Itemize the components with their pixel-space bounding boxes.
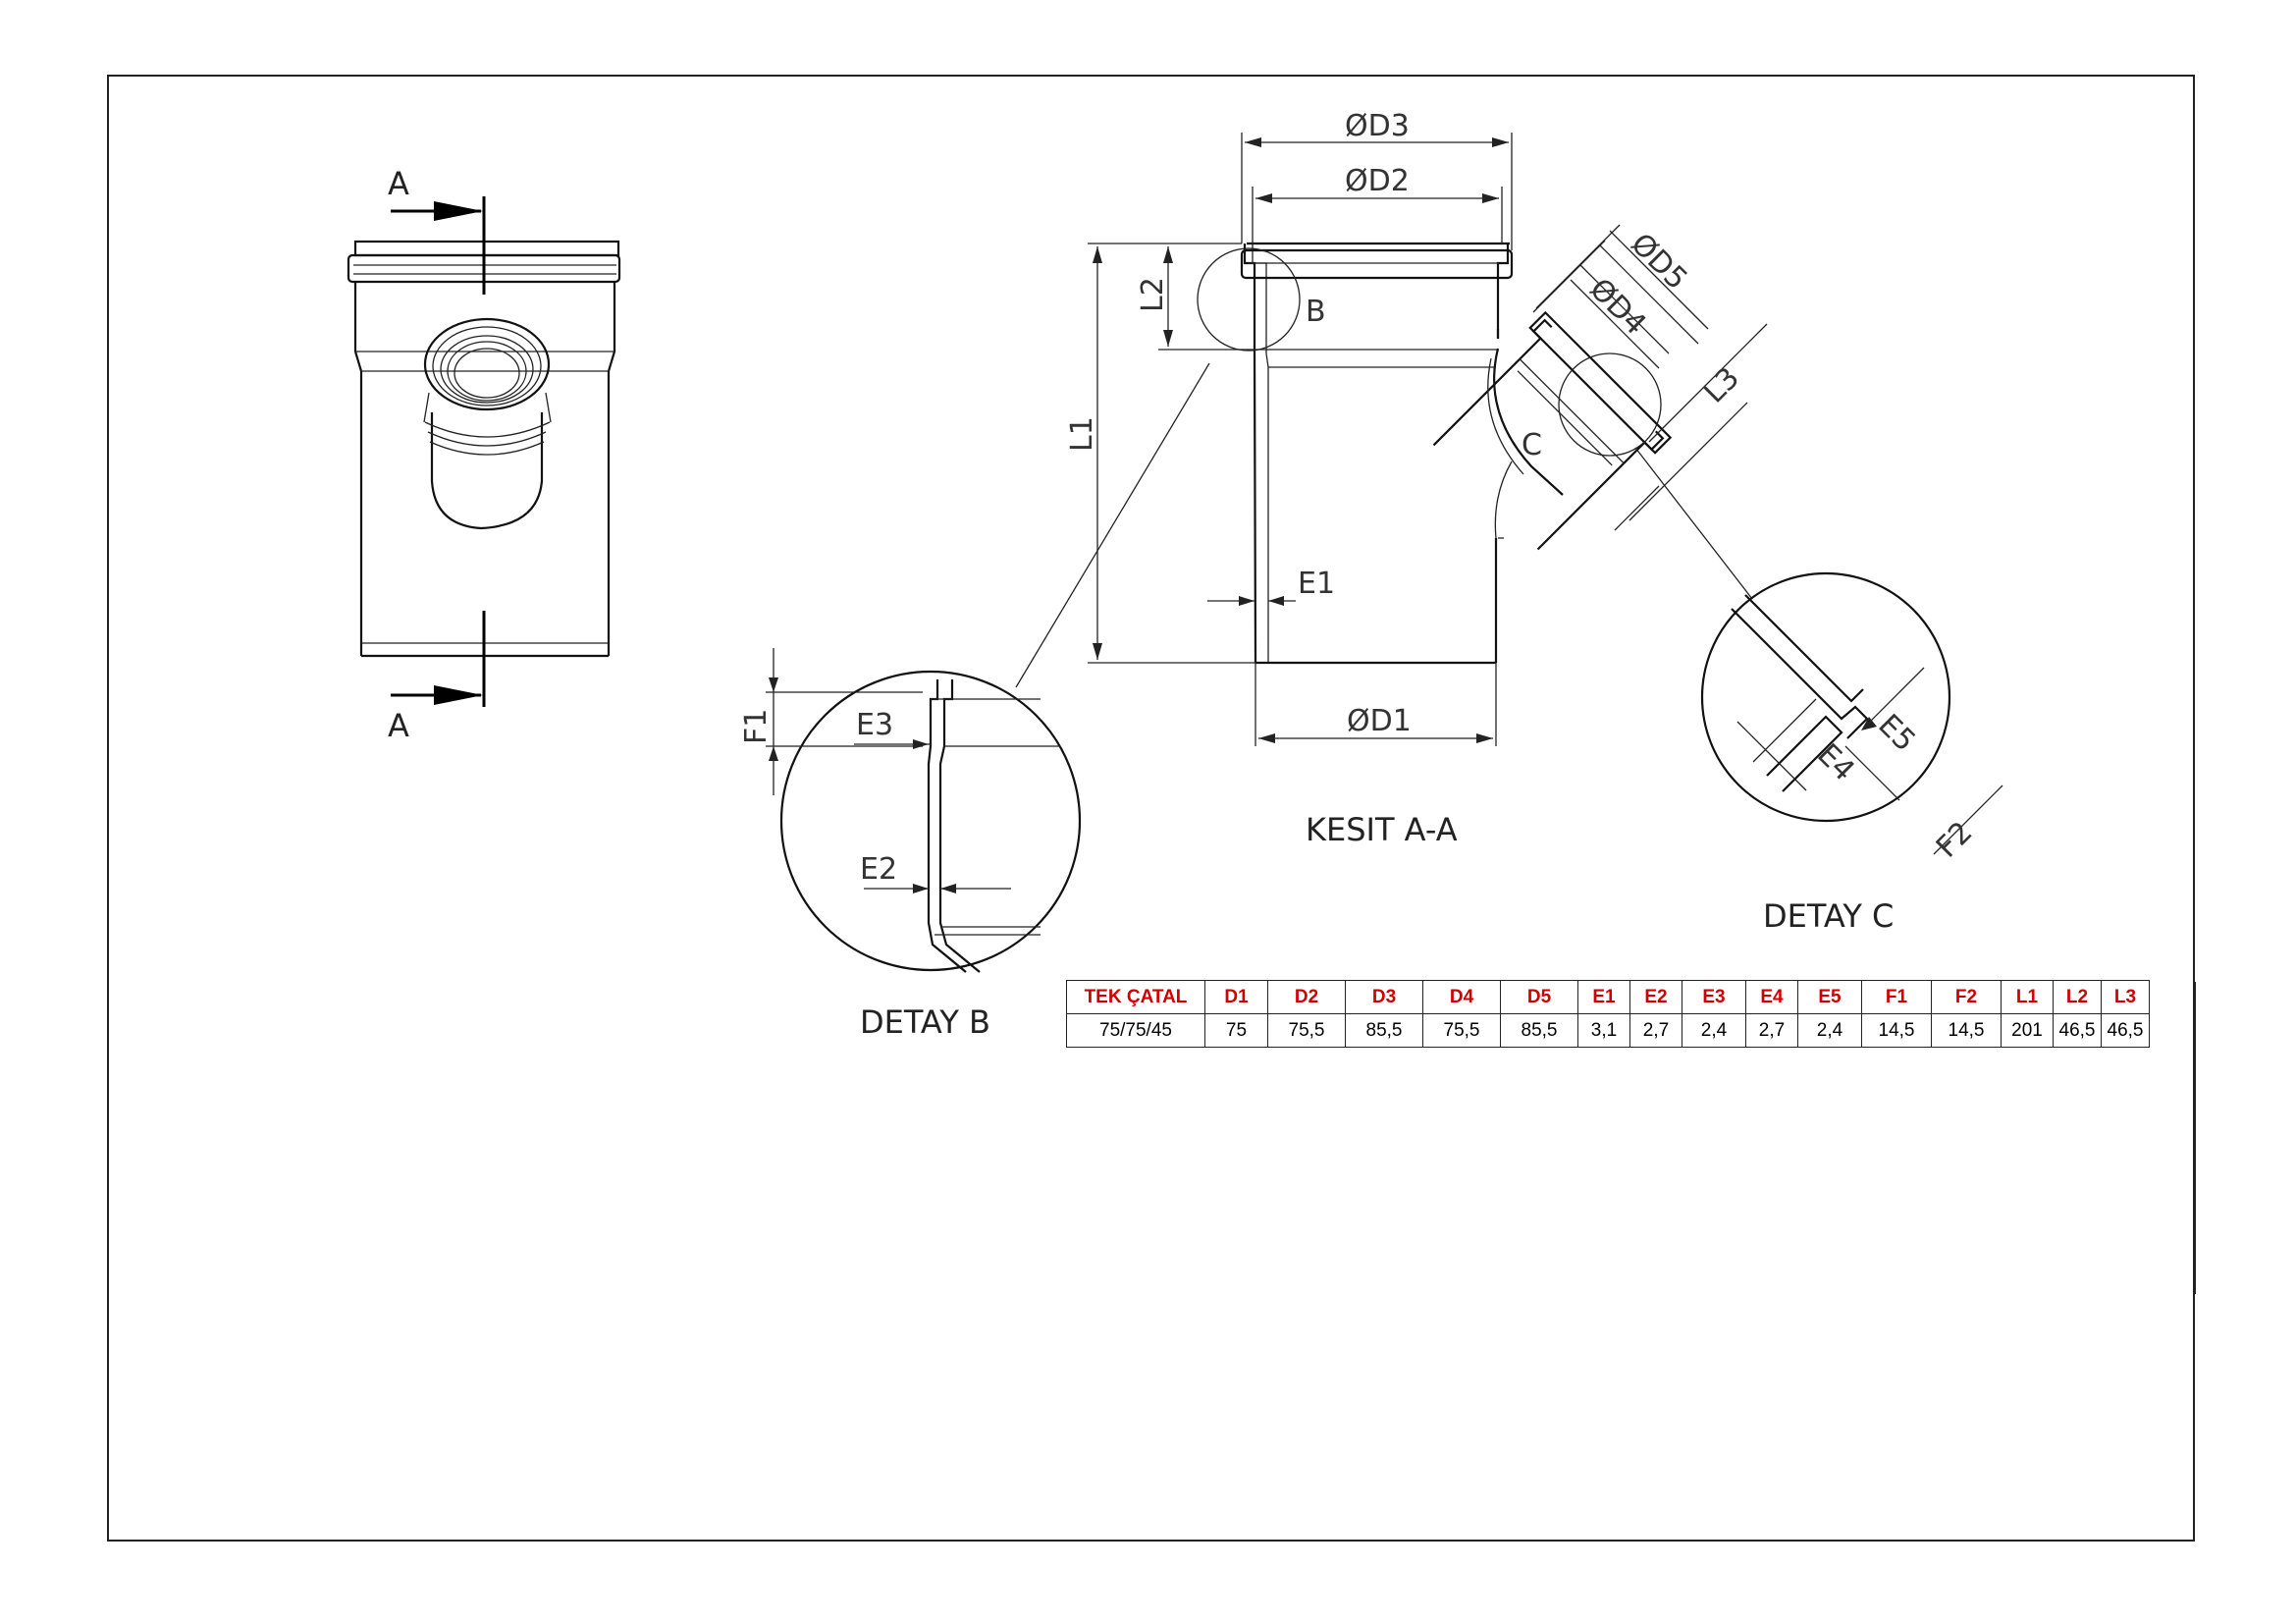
- table-header-cell: E3: [1682, 980, 1746, 1014]
- dim-e5: E5: [1871, 708, 1922, 759]
- table-header-cell: D1: [1204, 980, 1268, 1014]
- dim-e2: E2: [860, 852, 897, 887]
- dim-d2: ØD2: [1345, 164, 1410, 198]
- table-cell: 75/75/45: [1066, 1013, 1205, 1048]
- table-row: 75/75/45 75 75,5 85,5 75,5 85,5 3,1 2,7 …: [1066, 1013, 2150, 1048]
- front-view: [347, 196, 621, 707]
- dim-f2: F2: [1930, 815, 1979, 864]
- table-header-cell: D4: [1422, 980, 1501, 1014]
- table-cell: 75,5: [1422, 1013, 1501, 1048]
- table-header-cell: D3: [1345, 980, 1423, 1014]
- detail-c-marker: C: [1522, 428, 1542, 462]
- dim-d5: ØD5: [1624, 227, 1693, 297]
- table-cell: 14,5: [1931, 1013, 2002, 1048]
- detail-b-marker: B: [1306, 295, 1326, 329]
- detail-b: [766, 648, 1082, 973]
- detail-c: [1700, 571, 2003, 855]
- dim-l3: L3: [1697, 361, 1746, 410]
- section-mark-top: A: [388, 165, 409, 202]
- table-header-cell: F1: [1861, 980, 1932, 1014]
- dim-d3: ØD3: [1345, 109, 1410, 143]
- section-view: [1088, 133, 1768, 746]
- table-cell: 2,4: [1682, 1013, 1746, 1048]
- dim-d4: ØD4: [1582, 272, 1652, 342]
- drawing-frame: [107, 75, 2195, 1542]
- dim-e1: E1: [1298, 567, 1335, 601]
- dim-d1: ØD1: [1347, 704, 1412, 738]
- table-cell: 75,5: [1267, 1013, 1346, 1048]
- detail-b-title: DETAY B: [860, 1003, 990, 1041]
- table-cell: 46,5: [2053, 1013, 2102, 1048]
- table-header-cell: L2: [2053, 980, 2102, 1014]
- detail-b-marker-circle: [1197, 247, 1301, 352]
- table-cell: 46,5: [2101, 1013, 2150, 1048]
- dimension-table: TEK ÇATAL D1 D2 D3 D4 D5 E1 E2 E3 E4 E5 …: [1066, 980, 2150, 1048]
- table-cell: 85,5: [1500, 1013, 1578, 1048]
- table-header-cell: E2: [1629, 980, 1682, 1014]
- dim-f1: F1: [739, 709, 774, 744]
- table-header-row: TEK ÇATAL D1 D2 D3 D4 D5 E1 E2 E3 E4 E5 …: [1066, 980, 2150, 1014]
- detail-c-marker-circle: [1558, 352, 1662, 457]
- table-header-cell: D5: [1500, 980, 1578, 1014]
- table-cell: 85,5: [1345, 1013, 1423, 1048]
- detail-c-title: DETAY C: [1763, 897, 1894, 935]
- dim-l1: L1: [1065, 416, 1099, 452]
- table-header-cell: E5: [1797, 980, 1862, 1014]
- table-header-cell: D2: [1267, 980, 1346, 1014]
- detail-c-leader: [1634, 447, 1753, 600]
- table-cell: 3,1: [1577, 1013, 1630, 1048]
- table-cell: 2,7: [1629, 1013, 1682, 1048]
- table-header-cell: E4: [1745, 980, 1798, 1014]
- table-cell: 14,5: [1861, 1013, 1932, 1048]
- dim-e4: E4: [1810, 737, 1861, 788]
- dim-e3: E3: [856, 708, 893, 742]
- table-header-cell: L1: [2001, 980, 2054, 1014]
- table-cell: 75: [1204, 1013, 1268, 1048]
- dim-l2: L2: [1136, 277, 1170, 312]
- table-cell: 201: [2001, 1013, 2054, 1048]
- detail-b-leader: [1015, 362, 1210, 688]
- table-cell: 2,7: [1745, 1013, 1798, 1048]
- table-header-cell: TEK ÇATAL: [1066, 980, 1205, 1014]
- table-header-cell: F2: [1931, 980, 2002, 1014]
- section-mark-bottom: A: [388, 707, 409, 744]
- table-header-cell: E1: [1577, 980, 1630, 1014]
- table-cell: 2,4: [1797, 1013, 1862, 1048]
- table-header-cell: L3: [2101, 980, 2150, 1014]
- section-title: KESIT A-A: [1306, 811, 1458, 848]
